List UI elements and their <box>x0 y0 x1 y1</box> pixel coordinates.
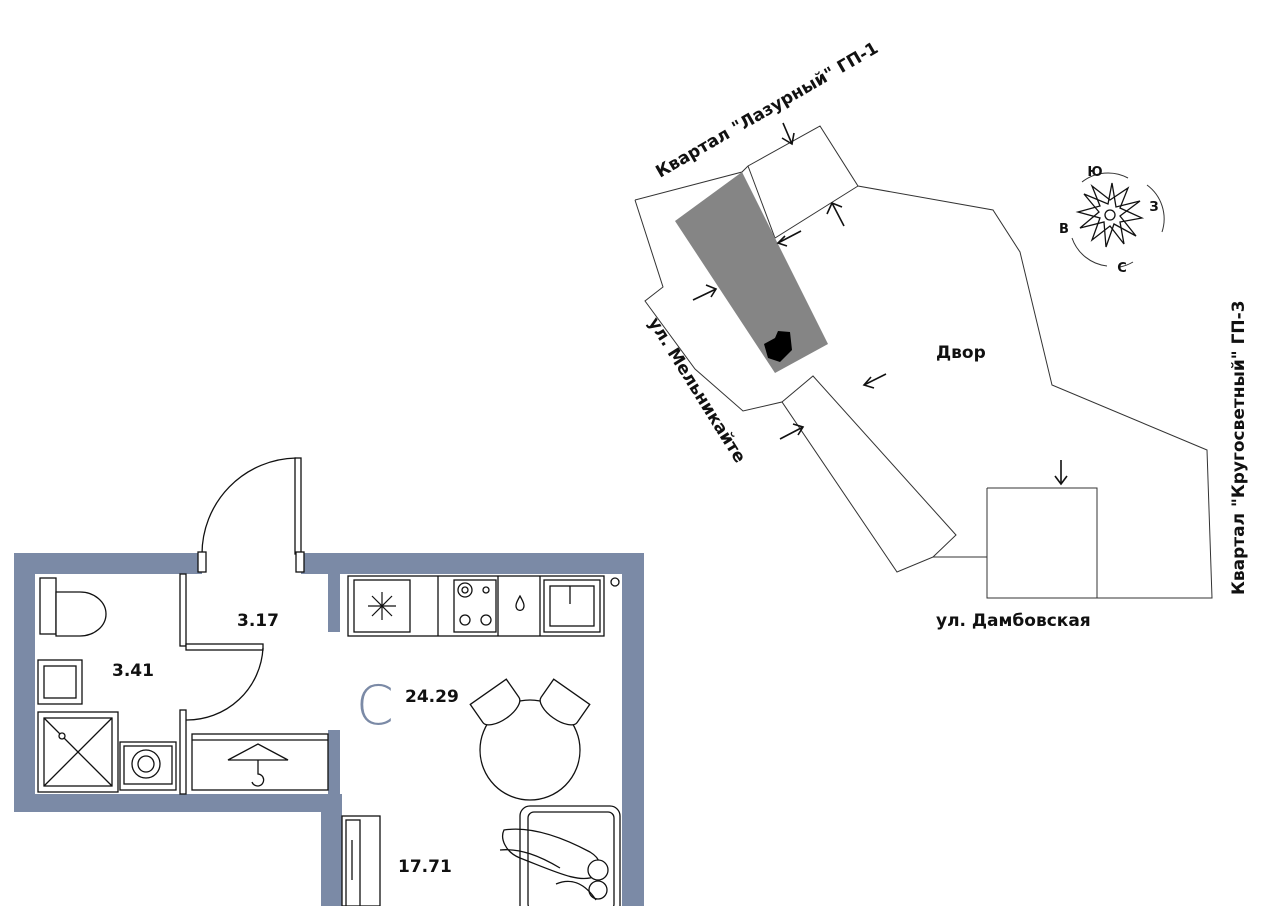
strip-boundary <box>781 375 957 558</box>
entrance-arrow <box>692 284 718 301</box>
building-footprint <box>675 172 828 373</box>
floor-plan: С 3.41 3.17 24.29 17.71 <box>14 457 644 906</box>
compass-east-label: В <box>1059 222 1069 237</box>
neighbor-block <box>987 487 1098 598</box>
dining-table-icon <box>469 678 591 801</box>
room-area-bathroom: 3.41 <box>112 661 154 681</box>
entrance-arrow <box>776 230 802 247</box>
sofa-icon <box>499 805 621 906</box>
room-area-kitchen-living: 24.29 <box>405 687 459 707</box>
compass-north-label: С <box>1117 261 1127 276</box>
wall-lower-left <box>321 794 342 906</box>
site-plan: Ю З В С Квартал "Лазурный" ГП-1 Квартал … <box>634 38 1249 631</box>
parcel-boundary <box>634 125 1213 599</box>
wall-right <box>622 553 644 906</box>
entrance-door <box>197 457 305 573</box>
street-west-label: ул. Мельникайте <box>644 314 750 467</box>
entrance-arrow <box>862 373 887 389</box>
entrance-arrow <box>779 423 805 440</box>
wall-top-left <box>14 553 202 574</box>
entrance-arrow <box>1054 460 1068 486</box>
wall-bottom-left <box>14 794 342 812</box>
riser-icon <box>610 577 620 587</box>
apartment-marker <box>764 331 792 362</box>
wall-partition <box>328 730 340 796</box>
east-block-label: Квартал "Кругосветный" ГП-3 <box>1229 300 1249 595</box>
wardrobe-icon <box>191 733 329 791</box>
wall-partition <box>328 574 340 632</box>
bathroom-door <box>185 643 264 721</box>
compass-west-label: З <box>1149 200 1158 215</box>
entrance-arrow <box>826 201 845 227</box>
studio-mark: С <box>356 674 394 737</box>
kitchen-counter <box>347 575 620 637</box>
north-block-label: Квартал "Лазурный" ГП-1 <box>653 38 882 182</box>
compass-south-label: Ю <box>1087 165 1102 180</box>
room-area-sleeping: 17.71 <box>398 857 452 877</box>
toilet-icon <box>39 577 107 637</box>
washing-machine-icon <box>119 741 177 791</box>
wall-top-right <box>301 553 644 574</box>
closet-icon <box>341 815 381 906</box>
shower-icon <box>37 711 119 793</box>
compass-star-icon <box>1075 182 1145 248</box>
sink-icon <box>37 659 83 705</box>
street-south-label: ул. Дамбовская <box>936 611 1091 631</box>
wall-left <box>14 553 35 811</box>
entrance-arrow <box>781 122 795 146</box>
room-area-hallway: 3.17 <box>237 611 279 631</box>
water-drop-icon <box>515 594 525 611</box>
compass-rose: Ю З В С <box>1059 165 1165 276</box>
snowflake-icon <box>368 592 396 620</box>
yard-label: Двор <box>936 343 986 363</box>
